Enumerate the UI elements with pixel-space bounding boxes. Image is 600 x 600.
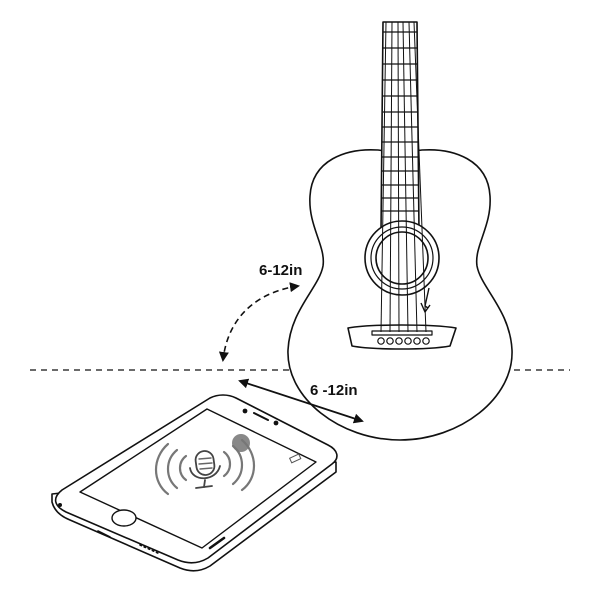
guitar-bridge-pins	[377, 337, 430, 345]
guitar-strings	[380, 21, 427, 333]
strum-arrow-icon	[424, 287, 430, 309]
record-dot	[232, 434, 250, 452]
phone-camera	[242, 408, 248, 414]
phone-sensor	[273, 420, 279, 426]
smartphone-icon	[51, 394, 338, 572]
horizontal-distance-label: 6 -12in	[310, 382, 358, 399]
guitar-sound-hole	[375, 231, 429, 285]
guitar-bridge	[347, 324, 457, 350]
phone-port	[97, 530, 111, 538]
guitar-sound-hole-ring-inner	[370, 226, 434, 290]
sound-wave-icon	[155, 438, 255, 496]
guitar-icon	[287, 21, 513, 441]
horizontal-distance-arrow	[238, 378, 364, 424]
microphone-icon	[189, 450, 221, 489]
battery-icon	[288, 453, 302, 464]
phone-screen	[79, 408, 317, 549]
recording-app-screen	[155, 434, 302, 496]
phone-home-button	[111, 509, 137, 527]
vertical-distance-label: 6-12in	[259, 262, 303, 279]
vertical-distance-arrow	[218, 282, 300, 362]
phone-speaker	[253, 412, 269, 421]
guitar-saddle	[371, 330, 433, 336]
